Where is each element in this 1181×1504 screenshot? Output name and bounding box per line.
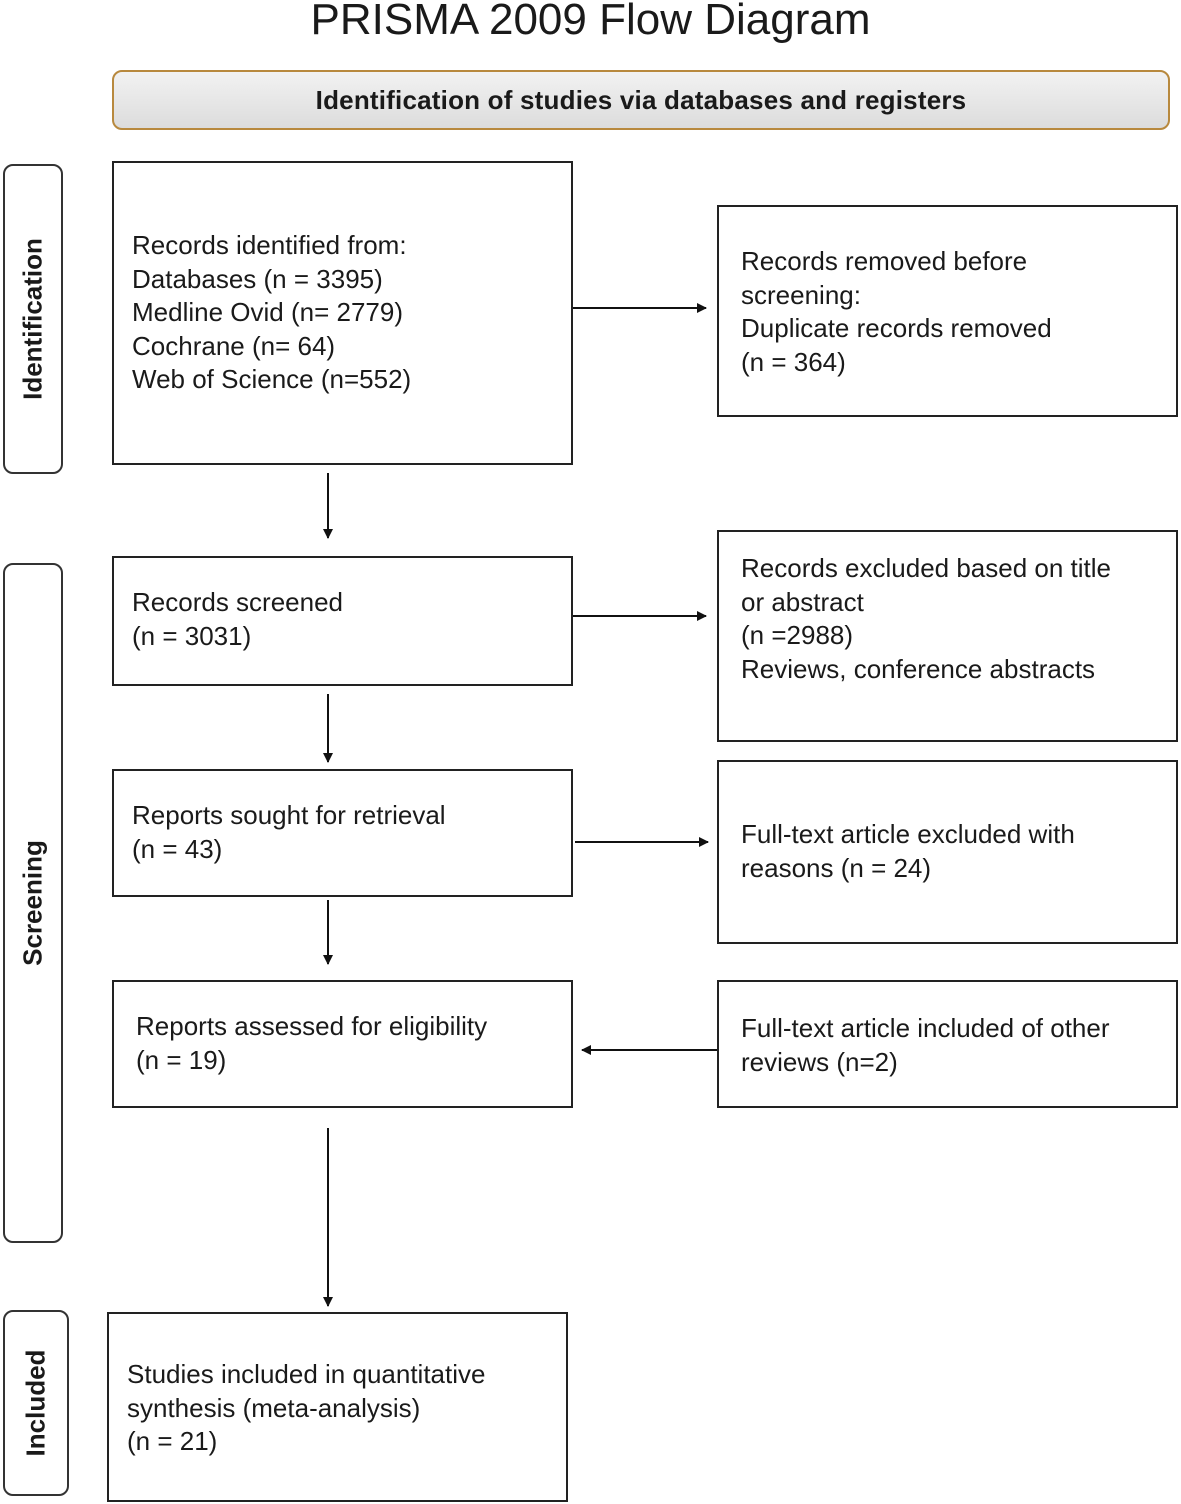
box-line: Full-text article excluded with (741, 819, 1075, 849)
box-line: Cochrane (n= 64) (132, 330, 336, 361)
box-line: reviews (n=2) (741, 1046, 898, 1077)
box-line: Reviews, conference abstracts (741, 653, 1096, 684)
box-line: Studies included in quantitative (127, 1359, 486, 1389)
box-line: (n =2988) (741, 620, 854, 650)
box-line: Reports assessed for eligibility (136, 1011, 488, 1041)
box-line: (n = 21) (127, 1426, 218, 1456)
box-line: (n = 43) (132, 833, 223, 864)
records-screened-box: Records screened (n = 3031) (112, 556, 573, 686)
box-line: Web of Science (n=552) (132, 364, 412, 394)
page-title: PRISMA 2009 Flow Diagram (310, 0, 871, 44)
stage-screening: Screening (3, 563, 63, 1243)
box-line: synthesis (meta-analysis) (127, 1392, 421, 1423)
box-line: screening: (741, 279, 861, 310)
reports-sought-box: Reports sought for retrieval (n = 43) (112, 769, 573, 897)
stage-identification: Identification (3, 164, 63, 474)
box-line: Records screened (132, 587, 343, 617)
stage-included: Included (3, 1310, 69, 1496)
fulltext-included-other-box: Full-text article included of other revi… (717, 980, 1178, 1108)
studies-included-box: Studies included in quantitative synthes… (107, 1312, 568, 1502)
box-line: Duplicate records removed (741, 313, 1052, 343)
box-line: Full-text article included of other (741, 1013, 1110, 1043)
box-line: Records identified from: (132, 230, 407, 260)
box-line: or abstract (741, 586, 864, 617)
reports-assessed-box: Reports assessed for eligibility (n = 19… (112, 980, 573, 1108)
box-line: (n = 364) (741, 346, 846, 377)
records-removed-box: Records removed before screening: Duplic… (717, 205, 1178, 417)
identification-header-band: Identification of studies via databases … (112, 70, 1170, 130)
box-line: (n = 19) (136, 1044, 227, 1075)
records-excluded-box: Records excluded based on title or abstr… (717, 530, 1178, 742)
box-line: (n = 3031) (132, 620, 252, 651)
box-line: Records excluded based on title (741, 553, 1112, 583)
box-line: Records removed before (741, 246, 1028, 276)
records-identified-box: Records identified from: Databases (n = … (112, 161, 573, 465)
fulltext-excluded-box: Full-text article excluded with reasons … (717, 760, 1178, 944)
box-line: Medline Ovid (n= 2779) (132, 297, 403, 327)
box-line: Databases (n = 3395) (132, 263, 383, 294)
box-line: reasons (n = 24) (741, 852, 932, 883)
box-line: Reports sought for retrieval (132, 800, 446, 830)
